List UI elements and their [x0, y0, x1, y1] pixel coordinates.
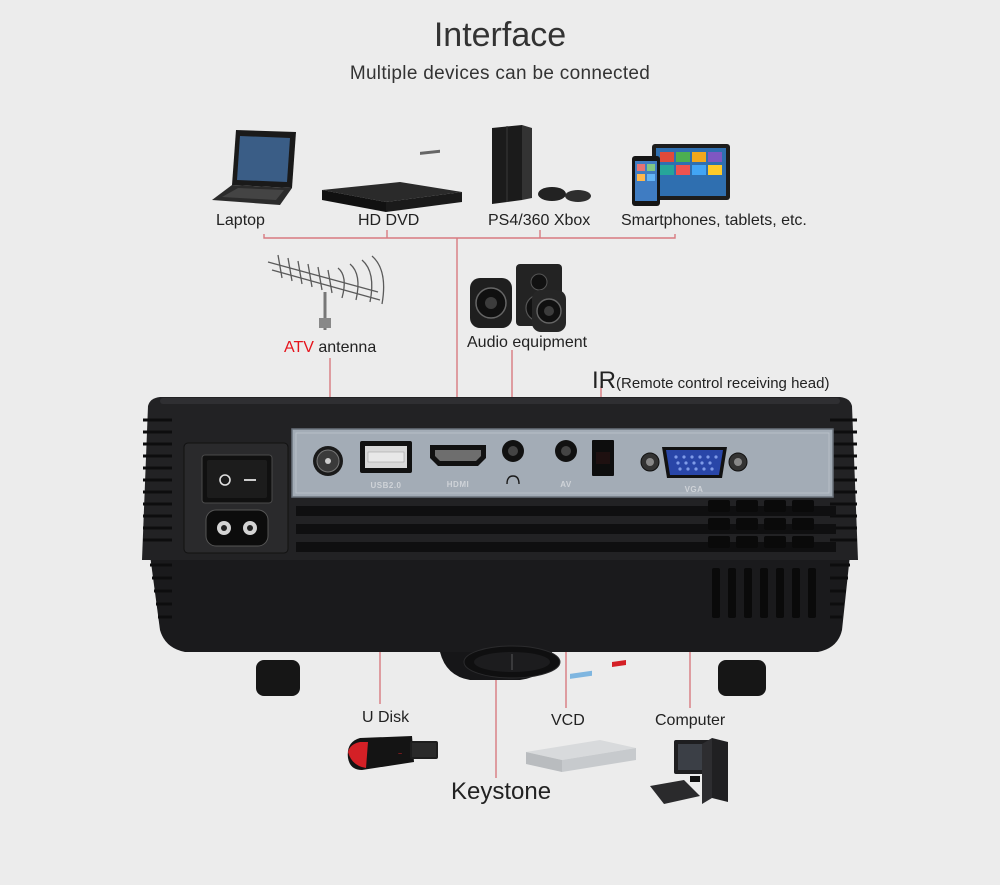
- av-port[interactable]: [555, 440, 577, 462]
- atv-label-suffix: antenna: [313, 339, 377, 356]
- hdmi-port[interactable]: [430, 445, 486, 466]
- computer-label: Computer: [655, 712, 726, 729]
- game-console-icon: [492, 125, 591, 204]
- ir-receiver: [592, 440, 614, 476]
- speaker-icon: [470, 264, 566, 332]
- svg-text:~: ~: [398, 751, 402, 758]
- mobile-label: Smartphones, tablets, etc.: [621, 212, 807, 229]
- antenna-icon: [267, 254, 385, 330]
- computer-icon: [650, 738, 728, 804]
- power-switch[interactable]: [201, 454, 273, 504]
- udisk-label: U Disk: [362, 709, 410, 726]
- laptop-label: Laptop: [216, 212, 265, 229]
- keystone-wheel[interactable]: [463, 645, 561, 679]
- laptop-icon: [212, 130, 296, 205]
- headphone-port[interactable]: [502, 440, 524, 462]
- audio-equipment-label: Audio equipment: [467, 334, 588, 351]
- atv-antenna-label: ATV antenna: [284, 339, 376, 357]
- av-port-label: AV: [560, 480, 572, 489]
- vcd-player-icon: [526, 660, 636, 772]
- keystone-label: Keystone: [451, 778, 552, 805]
- usb-port-label: USB2.0: [370, 481, 401, 490]
- atv-port[interactable]: [313, 446, 343, 476]
- ir-label: IR(Remote control receiving head): [592, 367, 829, 395]
- ir-label-detail: (Remote control receiving head): [616, 375, 830, 392]
- page-title: Interface: [433, 16, 567, 54]
- page-subtitle: Multiple devices can be connected: [349, 63, 651, 84]
- usb-stick-icon: ~: [347, 736, 438, 770]
- tablet-phone-icon: [632, 144, 730, 206]
- usb-port[interactable]: [360, 441, 412, 473]
- vga-port[interactable]: [640, 447, 748, 478]
- hd-dvd-icon: [322, 149, 462, 212]
- console-label: PS4/360 Xbox: [488, 212, 591, 229]
- vcd-label: VCD: [551, 712, 585, 729]
- hd-dvd-label: HD DVD: [358, 212, 420, 229]
- vga-port-label: VGA: [685, 485, 704, 494]
- power-inlet[interactable]: [205, 509, 269, 547]
- headphone-icon: [506, 475, 520, 485]
- ir-label-main: IR: [592, 367, 616, 394]
- atv-label-prefix: ATV: [284, 339, 314, 356]
- hdmi-port-label: HDMI: [447, 480, 469, 489]
